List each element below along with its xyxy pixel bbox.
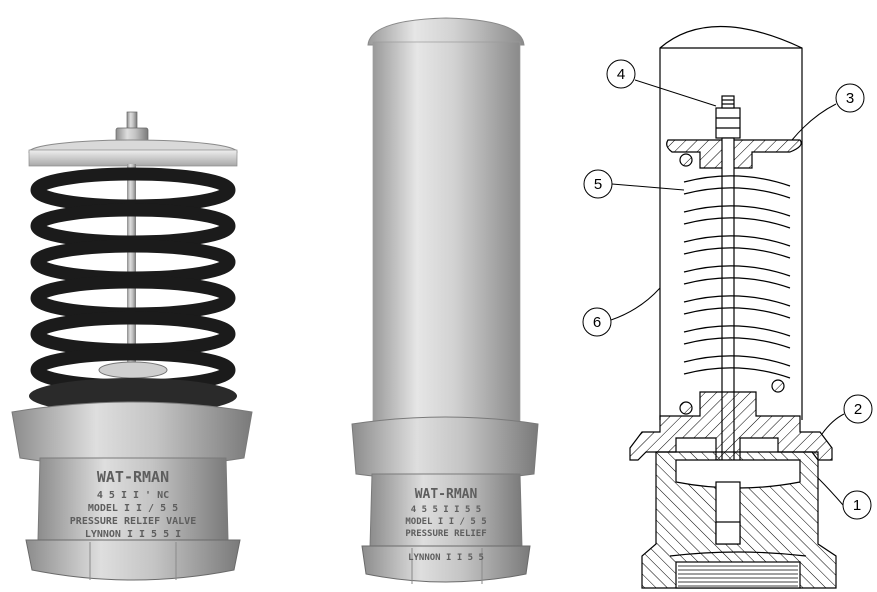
svg-text:1: 1 xyxy=(853,497,861,514)
svg-text:5: 5 xyxy=(594,176,602,193)
spring-wire-left xyxy=(679,401,693,415)
callout-3: 3 xyxy=(791,83,865,141)
valve-photo-exposed-spring: WAT-RMAN 4 5 I I ' NC MODEL I I / 5 5 PR… xyxy=(11,111,253,581)
spring-coil-section xyxy=(683,175,791,199)
adjusting-nut xyxy=(715,107,741,139)
spring-cover-tube xyxy=(372,41,521,431)
cast-marking-middle-1: WAT-RMAN xyxy=(415,487,478,502)
center-rod xyxy=(127,164,136,374)
body-collar xyxy=(11,401,253,468)
cast-marking-4: PRESSURE RELIEF VALVE xyxy=(70,516,196,527)
callout-6: 6 xyxy=(582,287,661,337)
valve-photo-covered: WAT-RMAN 4 5 5 I I 5 5 MODEL I I / 5 5 P… xyxy=(351,17,539,584)
spring-coil-section xyxy=(683,295,791,319)
hex-base-middle xyxy=(361,545,531,583)
spring-top-plate xyxy=(28,149,238,167)
callout-1: 1 xyxy=(817,477,872,520)
spring-seat xyxy=(98,361,168,379)
cast-marking-3: MODEL I I / 5 5 xyxy=(88,503,178,514)
callout-4: 4 xyxy=(606,59,717,107)
hex-base xyxy=(25,539,241,581)
cast-marking-middle-3: MODEL I I / 5 5 xyxy=(405,517,486,527)
cast-marking-middle-2: 4 5 5 I I 5 5 xyxy=(411,505,481,515)
cast-marking-middle-4: PRESSURE RELIEF xyxy=(405,529,486,539)
body-collar-middle xyxy=(351,416,539,481)
cast-marking-2: 4 5 I I ' NC xyxy=(97,490,169,501)
svg-text:3: 3 xyxy=(846,90,854,107)
cast-marking-middle-5: LYNNON I I 5 5 xyxy=(408,553,484,563)
callout-5: 5 xyxy=(583,169,685,199)
spring-coil-section xyxy=(683,235,791,259)
spring-coil-section xyxy=(683,205,791,229)
callouts: 4 3 5 6 2 1 xyxy=(582,59,873,520)
disc-nut xyxy=(715,521,741,545)
svg-text:2: 2 xyxy=(854,401,862,418)
svg-text:6: 6 xyxy=(593,314,601,331)
callout-2: 2 xyxy=(821,394,873,435)
spring-coil-section xyxy=(683,265,791,289)
spring-section xyxy=(683,175,791,379)
cover-cap xyxy=(367,17,525,46)
spring-coil-section xyxy=(683,355,791,379)
cast-marking-1: WAT-RMAN xyxy=(97,468,169,486)
valve-cross-section-diagram xyxy=(629,26,837,589)
spring-cover xyxy=(659,26,803,420)
svg-text:4: 4 xyxy=(617,66,625,83)
spring-coil-section xyxy=(683,325,791,349)
cast-marking-5: LYNNON I I 5 5 I xyxy=(85,529,181,540)
coil-spring xyxy=(30,167,236,393)
spring-wire-bottom xyxy=(771,379,785,393)
spring-wire-top xyxy=(679,153,693,167)
